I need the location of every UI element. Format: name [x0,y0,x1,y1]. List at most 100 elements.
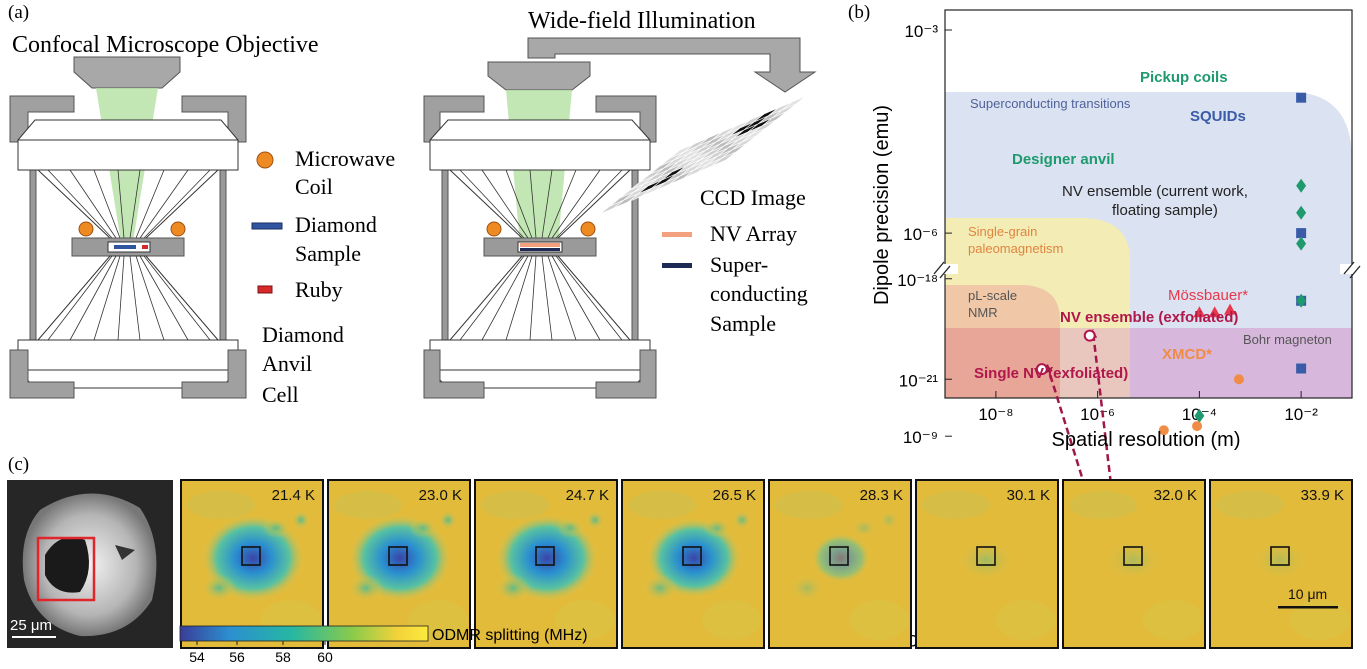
y-tick-label: 10⁻³ [904,22,938,41]
map-texture [555,600,615,640]
objective-left [73,56,181,89]
map-spot [811,532,871,584]
cell-label-1: Diamond [262,322,344,347]
map-texture [922,491,990,519]
widefield-title: Wide-field Illumination [528,8,756,34]
diamond-label-2: Sample [295,241,361,266]
squids-marker [1296,228,1307,239]
diamond-sample-left [114,245,136,249]
colorbar-tick-label: 54 [189,649,205,665]
map-texture [628,491,696,519]
objective-right [487,61,591,91]
microwave-coil-left-a [78,221,94,237]
map-texture [775,491,843,519]
ruby-label: Ruby [295,277,343,302]
designer-anvil-marker [1194,408,1205,423]
plot-frame [944,9,1353,399]
map-texture [334,491,402,519]
map-spot [1103,538,1163,582]
y-tick-label: 10⁻⁹ [903,428,938,447]
map-spot [956,538,1016,582]
x-tick-label: 10⁻² [1284,405,1318,424]
map-roi [829,546,849,566]
panel-c-label: (c) [8,454,29,475]
map-spot [585,510,605,530]
arrow-head [1045,364,1053,374]
map-roi [1123,546,1143,566]
map-roi [388,546,408,566]
nv-ensemble-exfoliated--marker [1083,329,1096,342]
colorbar-tick-label: 56 [229,649,245,665]
map-spot [1250,538,1310,582]
superconductor-label-3: Sample [710,311,776,336]
region-label-paleo-2: paleomagnetism [968,241,1063,256]
map-spot [850,518,878,538]
panel-b-label: (b) [848,2,870,23]
label-nv-exf: NV ensemble (exfoliated) [1060,309,1238,326]
odmr-maps: 21.4 K 23.0 K 24.7 K 26.5 K 28.3 K 30.1 K 32.0… [180,479,1353,649]
single-nv-exfoliated--marker [1035,363,1048,376]
map-spot [262,518,290,538]
y-tick-label: 10⁻¹⁸ [897,271,938,290]
ccd-pixel [781,95,807,111]
m-ssbauer--marker [1208,306,1221,318]
label-nv-current-2: floating sample) [1112,202,1218,219]
map-border [621,479,765,649]
map-roi [535,546,555,566]
temperature-label: 28.3 K [860,487,903,504]
microwave-label-1: Microwave [295,146,395,171]
map-texture [849,600,909,640]
y-tick-label: 10⁻⁶ [903,225,938,244]
map-spot [703,518,731,538]
temperature-label: 21.4 K [272,487,315,504]
superconductor-label-1: Super- [710,252,768,277]
illumination-arrow [527,37,817,93]
map-spot [732,510,752,530]
region-label-bohr: Bohr magneton [1243,332,1332,347]
map-texture [1290,600,1350,640]
map-texture [187,491,255,519]
xmcd--marker [1158,425,1169,436]
roi-box [36,536,96,602]
temperature-label: 33.9 K [1301,487,1344,504]
temperature-label: 24.7 K [566,487,609,504]
pickup-coils-marker [1296,205,1307,220]
squids-marker [1296,92,1307,103]
microwave-coil-left-b [170,221,186,237]
odmr-map-3: 26.5 K [621,479,765,649]
map-border [768,479,912,649]
diamond-label-1: Diamond [295,212,377,237]
temperature-label: 30.1 K [1007,487,1050,504]
map-spot [201,574,237,602]
pickup-coils-marker [1296,293,1307,308]
odmr-map-4: 28.3 K [768,479,912,649]
map-texture [702,600,762,640]
temperature-label: 32.0 K [1154,487,1197,504]
map-texture [1216,491,1284,519]
odmr-map-7: 33.9 K [1209,479,1353,649]
panel-a-label: (a) [8,2,29,23]
map-texture [1143,600,1203,640]
region-overlap [945,328,1060,398]
x-axis-label: Spatial resolution (m) [1052,429,1241,451]
m-ssbauer--marker [1193,306,1206,318]
map-spot [409,518,437,538]
map-spot [291,510,311,530]
confocal-dac [9,56,247,399]
map-border [1062,479,1206,649]
map-spot [789,574,825,602]
colorbar [179,625,429,642]
region-label-supercond: Superconducting transitions [970,96,1131,111]
map-border [180,479,324,649]
xmcd--marker [1233,374,1244,385]
scale-right-bar [1278,606,1338,609]
nv-array-label: NV Array [710,221,797,246]
colorbar-tick-label: 60 [317,649,333,665]
temperature-label: 23.0 K [419,487,462,504]
map-spot [438,510,458,530]
map-spot [642,574,678,602]
microwave-label-2: Coil [295,174,333,199]
microwave-coil-right-a [486,221,502,237]
